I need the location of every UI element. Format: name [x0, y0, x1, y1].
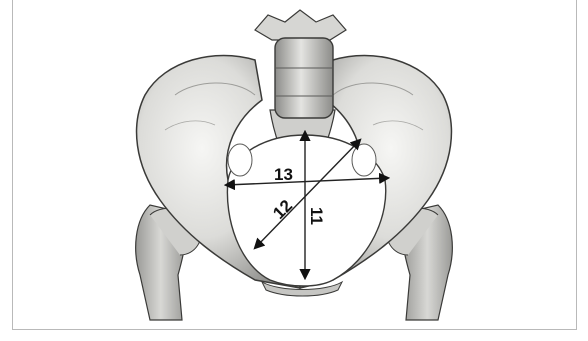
measure-label-13: 13	[274, 165, 293, 184]
lumbar-vertebra	[255, 10, 346, 118]
measure-label-11: 11	[307, 207, 326, 225]
